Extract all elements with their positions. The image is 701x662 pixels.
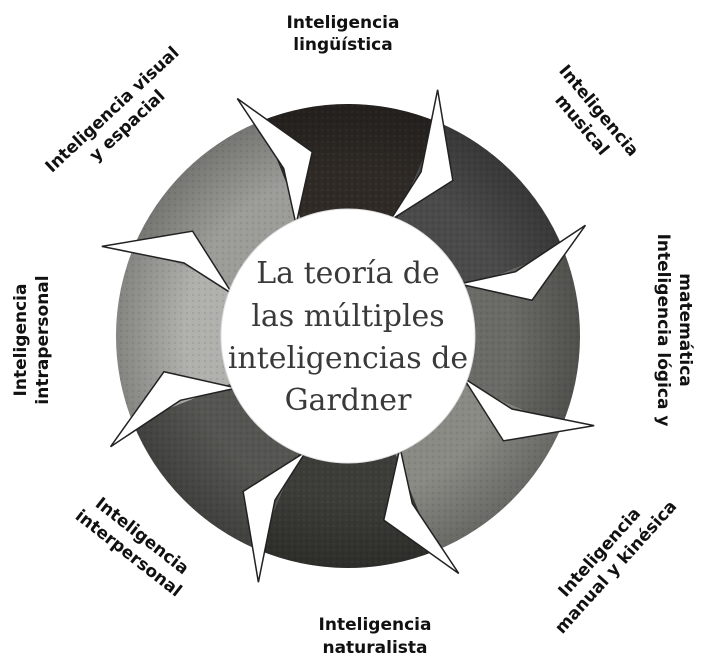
- label-visual: Inteligencia visual y espacial: [42, 43, 184, 177]
- label-linguistica-line-1: Inteligencia: [287, 13, 400, 33]
- label-linguistica-line-2: lingüística: [293, 35, 392, 55]
- center-title: La teoría de las múltiples inteligencias…: [228, 256, 468, 418]
- label-interpersonal: Inteligencia interpersonal: [71, 494, 192, 602]
- label-intrapersonal-line-1: Inteligencia: [11, 284, 31, 397]
- label-kinesica: Inteligencia manual y kinésica: [551, 497, 681, 638]
- label-logica-line-2: matemática: [675, 273, 695, 387]
- center-title-line-2: las múltiples: [251, 299, 444, 334]
- center-title-line-3: inteligencias de: [228, 341, 468, 376]
- inner-circle: [220, 208, 476, 464]
- label-logica: Inteligencia lógica y matemática: [653, 234, 695, 427]
- label-visual-line-1: Inteligencia visual: [42, 43, 184, 177]
- label-kinesica-line-2: manual y kinésica: [551, 497, 681, 638]
- center-title-line-4: Gardner: [285, 383, 412, 418]
- label-naturalista-line-2: naturalista: [322, 638, 427, 658]
- label-naturalista-line-1: Inteligencia: [319, 615, 432, 635]
- label-intrapersonal-line-2: intrapersonal: [33, 275, 53, 404]
- center-title-line-1: La teoría de: [256, 256, 440, 291]
- label-linguistica: Inteligencia lingüística: [287, 13, 400, 55]
- label-naturalista: Inteligencia naturalista: [319, 615, 432, 658]
- label-musical: Inteligencia musical: [550, 61, 642, 160]
- ring-arrows: [101, 89, 595, 583]
- label-logica-line-1: Inteligencia lógica y: [653, 234, 673, 427]
- label-intrapersonal: Inteligencia intrapersonal: [11, 275, 53, 404]
